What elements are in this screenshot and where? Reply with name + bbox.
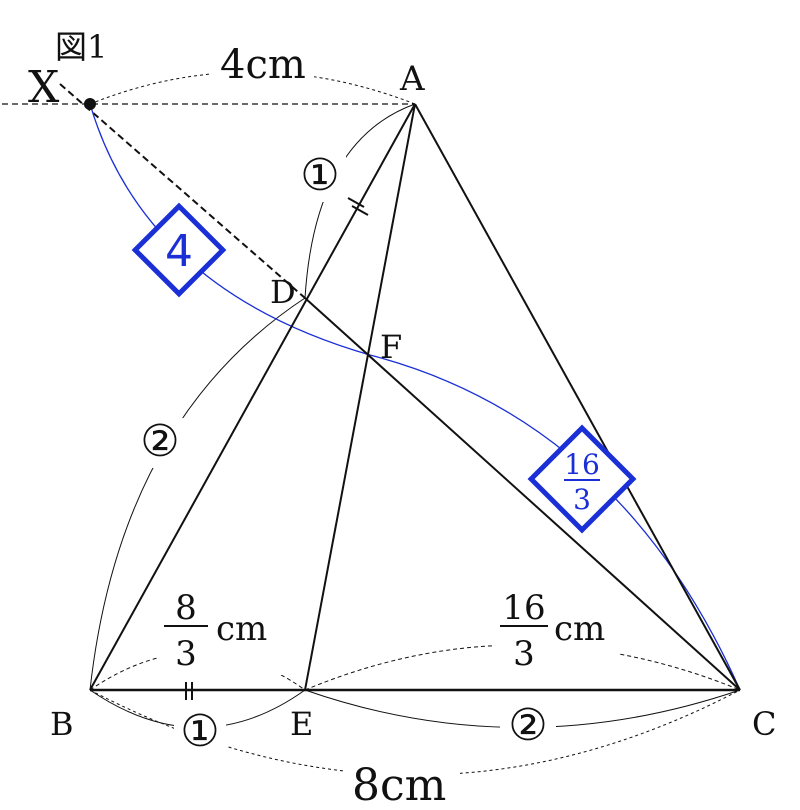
arc-be-top	[89, 652, 306, 691]
ratio-db: ②	[140, 416, 179, 467]
tick-ad-2	[351, 205, 369, 216]
figure-caption: 図1	[55, 28, 107, 66]
length-be-den: 3	[175, 634, 197, 674]
length-be-unit: cm	[216, 609, 267, 649]
boxed-ratio-fc: 16 3	[527, 424, 637, 534]
arc-bc	[89, 689, 741, 776]
label-point-a: A	[399, 59, 425, 99]
boxed-ratio-fc-num: 16	[564, 448, 600, 481]
label-point-e: E	[290, 705, 313, 743]
length-ec-unit: cm	[554, 609, 605, 649]
boxed-ratio-fc-den: 3	[573, 483, 591, 516]
arc-xf-fc	[89, 103, 741, 691]
arc-xa	[89, 71, 416, 105]
boxed-ratio-xf-value: 4	[165, 226, 193, 277]
label-point-d: D	[270, 273, 296, 311]
label-point-b: B	[50, 705, 74, 743]
helper-lines	[2, 83, 415, 299]
ratio-ad: ①	[300, 150, 339, 201]
ratio-labels: ① ② ① ②	[134, 150, 556, 758]
tick-ad-1	[347, 197, 365, 208]
tick-marks	[185, 197, 369, 700]
length-labels: 4cm 8cm 8 3 cm 16 3 cm	[158, 40, 620, 810]
length-be-num: 8	[175, 588, 197, 628]
side-ab	[89, 103, 416, 691]
segment-ae	[304, 103, 416, 691]
point-x-dot	[84, 98, 96, 110]
label-point-f: F	[380, 328, 402, 366]
length-ec: 16 3 cm	[495, 585, 620, 675]
side-ac	[414, 103, 741, 691]
ratio-ec: ②	[508, 700, 547, 751]
point-labels: X A B C D E F	[28, 59, 776, 743]
boxed-ratio-xf: 4	[131, 202, 227, 298]
segment-dc	[304, 297, 741, 691]
length-xa: 4cm	[220, 42, 306, 88]
label-point-x: X	[28, 62, 60, 113]
length-bc: 8cm	[352, 760, 446, 810]
triangle	[89, 103, 741, 692]
length-ec-den: 3	[513, 634, 535, 674]
ratio-be: ①	[180, 706, 219, 757]
label-point-c: C	[752, 705, 776, 743]
length-be: 8 3 cm	[158, 585, 283, 675]
length-ec-num: 16	[502, 588, 545, 628]
